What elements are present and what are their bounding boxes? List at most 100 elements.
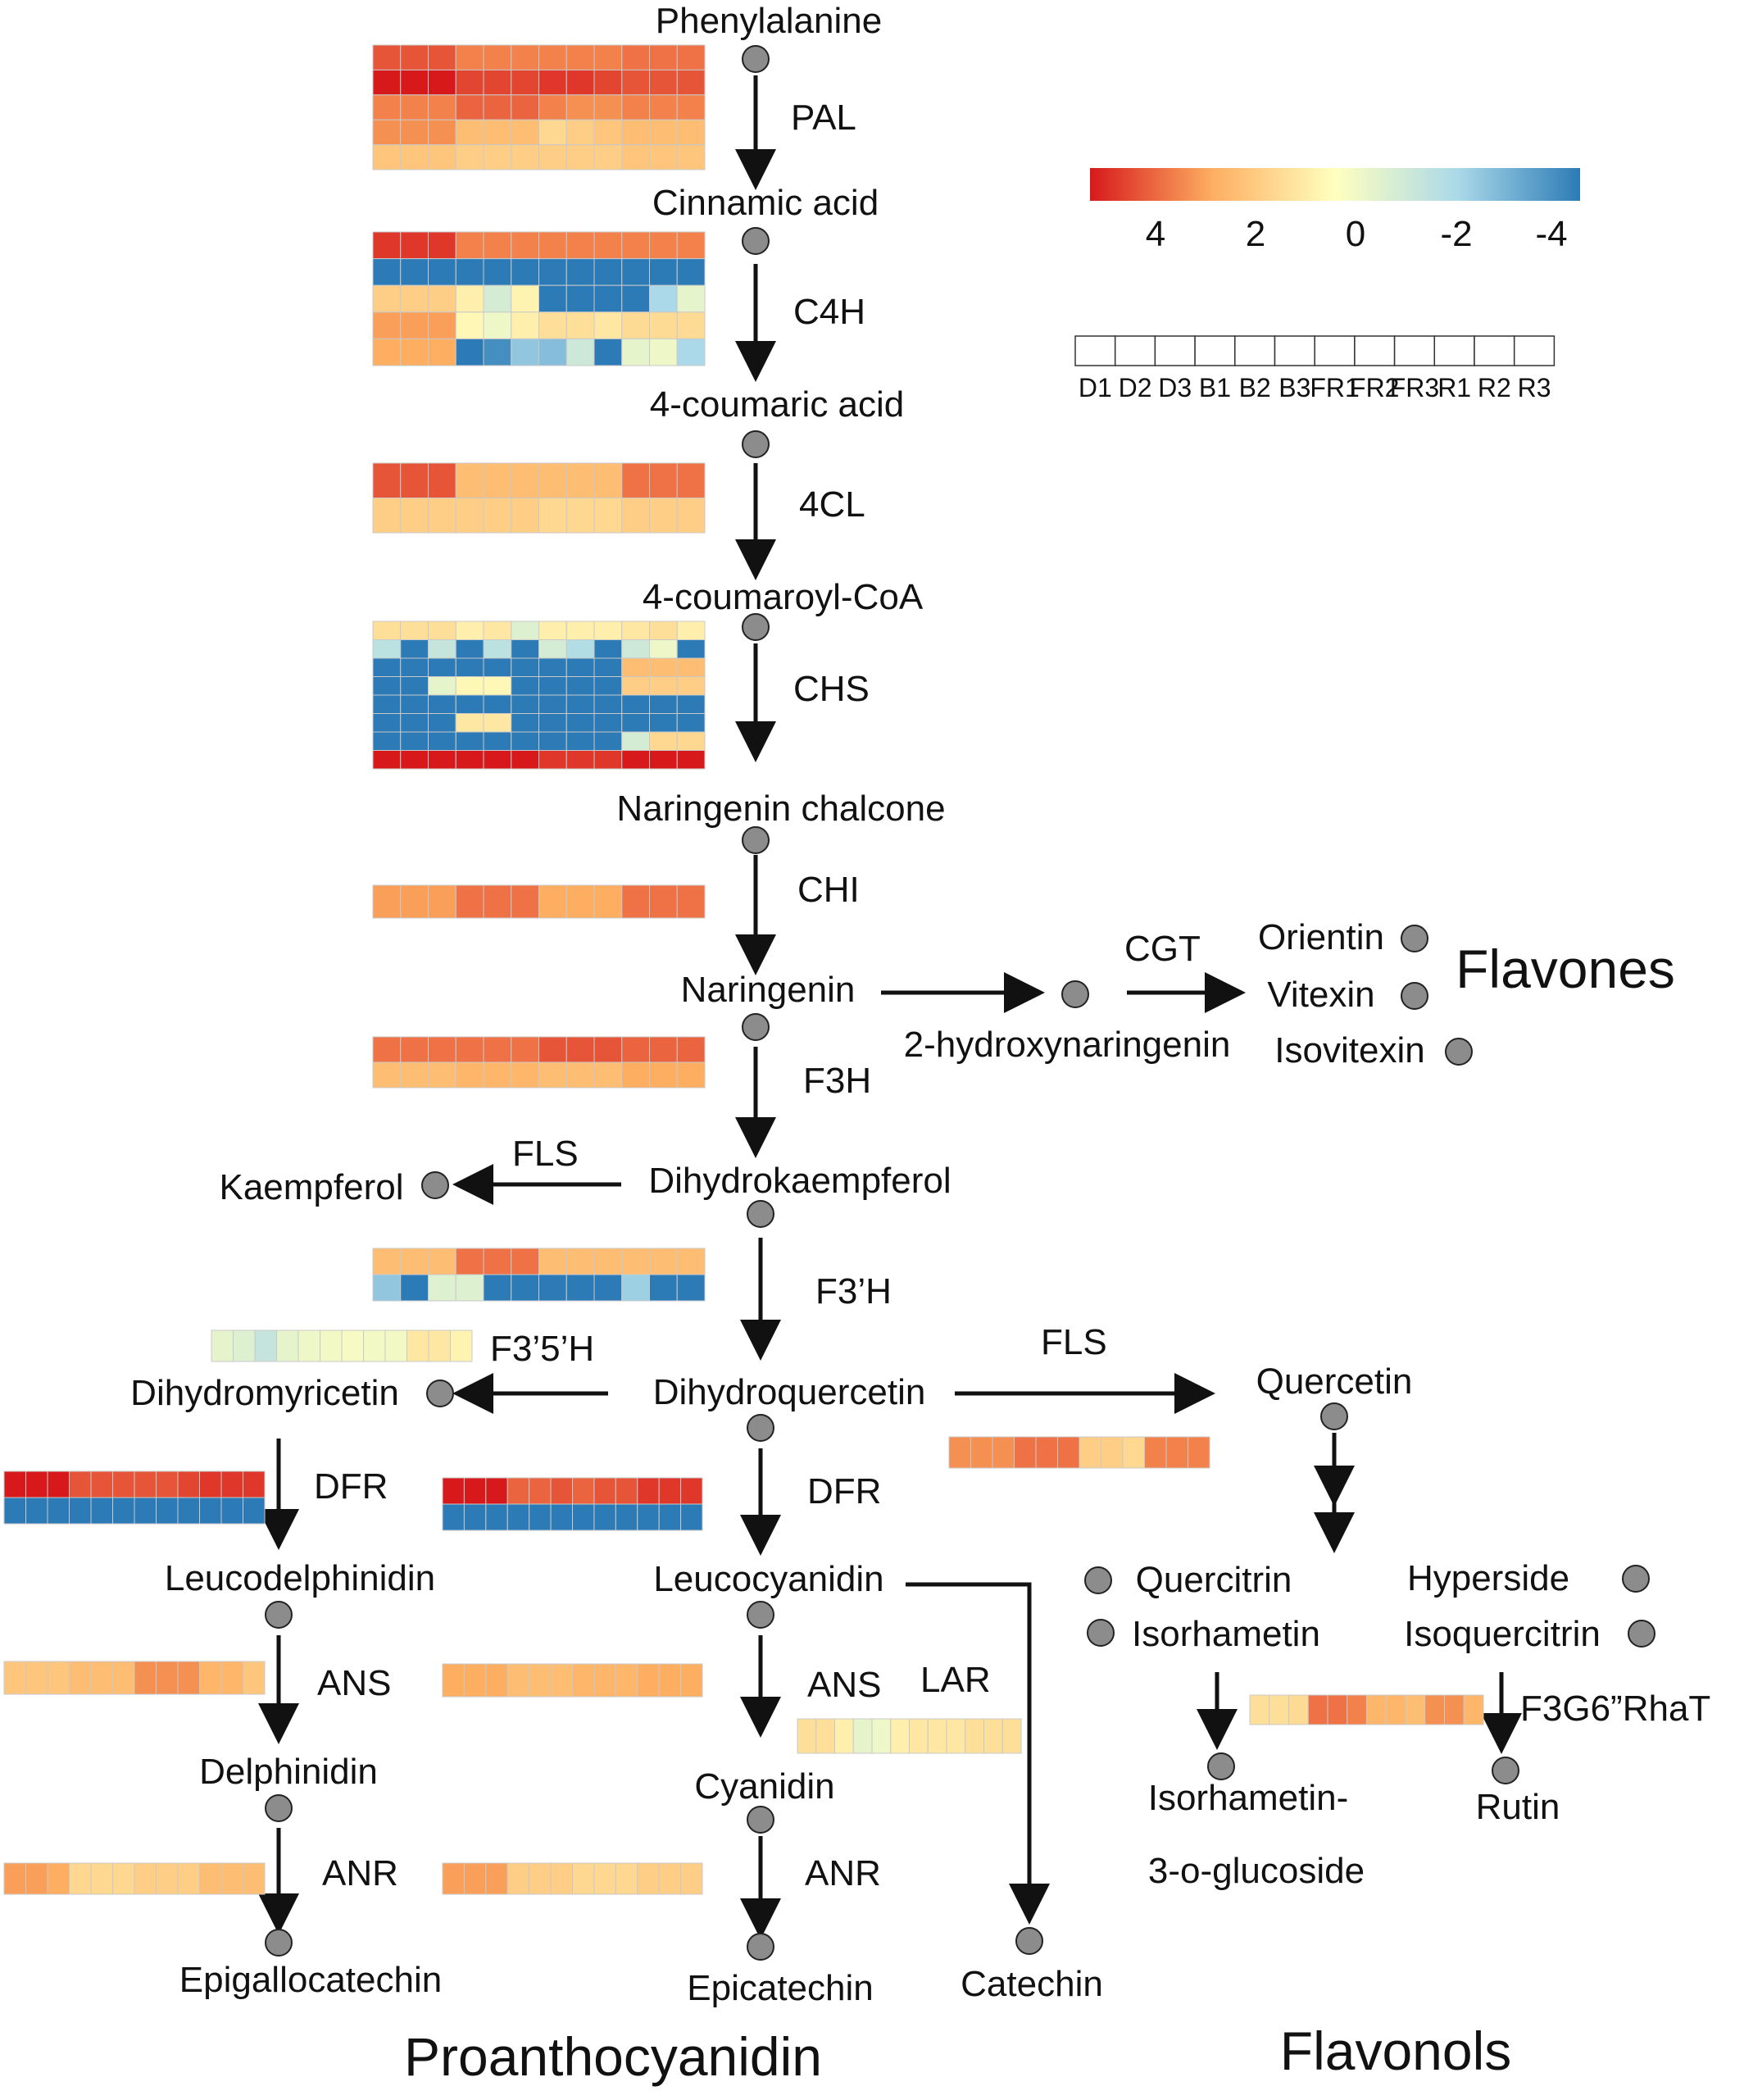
heatmap-cell [463, 1477, 487, 1505]
sample-key-box [1354, 335, 1396, 366]
heatmap-cell [134, 1661, 157, 1695]
heatmap-cell [649, 676, 678, 696]
heatmap-cell [538, 44, 567, 70]
dot-coumaroyl-coa [742, 613, 770, 641]
heatmap-cell [372, 620, 402, 640]
heatmap-cell [1079, 1436, 1101, 1469]
heatmap-cell [511, 462, 539, 498]
heatmap-cell [565, 94, 595, 120]
heatmap-cell [676, 94, 706, 120]
heatmap-cell [156, 1661, 179, 1695]
heatmap-cell [483, 750, 512, 770]
dot-leucocyanidin [747, 1601, 774, 1629]
dot-isovitexin [1445, 1038, 1473, 1066]
heatmap-cell [565, 258, 595, 286]
heatmap-cell [649, 231, 678, 260]
heatmap-cell [1444, 1694, 1465, 1725]
heatmap-cell [211, 1330, 234, 1362]
heatmap-cell [649, 694, 678, 714]
heatmap-cell [199, 1661, 222, 1695]
heatmap-cell [593, 1663, 616, 1698]
heatmap-cell [649, 639, 678, 659]
heatmap-cell [621, 338, 650, 366]
heatmap-cell [649, 94, 678, 120]
heatmap-cell [538, 884, 567, 919]
heatmap-cell [400, 462, 429, 498]
sample-key-label: FR3 [1390, 373, 1439, 402]
label-coumaric-acid: 4-coumaric acid [650, 384, 905, 425]
heatmap-cell [90, 1470, 113, 1498]
heatmap-cell [156, 1497, 179, 1525]
heatmap-cell [621, 694, 650, 714]
heatmap-cell [511, 231, 539, 260]
dot-isoquercitrin [1628, 1620, 1655, 1648]
sample-key-box [1154, 335, 1196, 366]
dot-epicatechin [747, 1933, 774, 1961]
enzyme-pal: PAL [791, 98, 856, 138]
heatmap-cell [1165, 1436, 1188, 1469]
heatmap-cell [637, 1663, 660, 1698]
label-vitexin: Vitexin [1267, 975, 1374, 1015]
heatmap-cell [538, 119, 567, 146]
heatmap-cell [680, 1477, 703, 1505]
heatmap-cell [593, 258, 623, 286]
heatmap-cell [565, 884, 595, 919]
heatmap-cell [511, 144, 539, 170]
heatmap-cell [676, 1274, 706, 1302]
heatmap-cell [220, 1497, 243, 1525]
heatmap-cell [400, 44, 429, 70]
label-isorhametin-glucoside-line2: 3-o-glucoside [1148, 1851, 1365, 1891]
heatmap-cell [1057, 1436, 1080, 1469]
enzyme-f3prime-h: F3’H [815, 1271, 892, 1311]
dot-orientin [1401, 925, 1428, 952]
heatmap-cell [400, 1061, 429, 1089]
heatmap-cell [400, 144, 429, 170]
heatmap-cell [593, 694, 623, 714]
dot-dihydrokaempferol [747, 1200, 774, 1228]
sample-key-box [1513, 335, 1556, 366]
dot-naringenin [742, 1013, 770, 1041]
heatmap-cell [538, 284, 567, 313]
heatmap-cell [649, 284, 678, 313]
heatmap-cell [511, 1036, 539, 1063]
heatmap-cell [177, 1497, 200, 1525]
heatmap-cell [565, 1036, 595, 1063]
heatmap-cell [593, 1503, 616, 1531]
heatmap-cell [483, 694, 512, 714]
label-naringenin: Naringenin [681, 970, 856, 1010]
heatmap-cell [442, 1663, 465, 1698]
heatmap-cell [90, 1661, 113, 1695]
heatmap-cell [455, 1274, 484, 1302]
heatmap-cell [927, 1718, 947, 1754]
heatmap-cell [455, 258, 484, 286]
heatmap-cell [621, 258, 650, 286]
heatmap-cell [538, 258, 567, 286]
heatmap-cell [593, 462, 623, 498]
dot-catechin [1015, 1927, 1043, 1955]
sample-key-label: R2 [1478, 373, 1511, 402]
heatmap-cell [511, 94, 539, 120]
heatmap-cell [676, 258, 706, 286]
heatmap-cell [372, 1061, 402, 1089]
heatmap-cell [483, 231, 512, 260]
enzyme-cgt: CGT [1124, 929, 1201, 969]
heatmap-cell [593, 1248, 623, 1275]
heatmap-cell [676, 884, 706, 919]
heatmap-cell [372, 713, 402, 733]
heatmap-cell [593, 1862, 616, 1895]
heatmap-cell [455, 694, 484, 714]
heatmap-cell [621, 1248, 650, 1275]
heatmap-dfr-left [3, 1470, 266, 1525]
heatmap-cell [565, 1248, 595, 1275]
heatmap-cell [511, 731, 539, 751]
heatmap-cell [428, 258, 456, 286]
metabolite-dots [265, 45, 1655, 1961]
heatmap-cell [538, 750, 567, 770]
heatmap-cell [565, 639, 595, 659]
heatmap-cell [1249, 1694, 1270, 1725]
heatmap-cell [621, 884, 650, 919]
heatmap-cell [372, 284, 402, 313]
enzyme-f35h: F3’5’H [490, 1329, 594, 1369]
heatmap-cell [400, 338, 429, 366]
heatmap-cell [199, 1862, 222, 1895]
